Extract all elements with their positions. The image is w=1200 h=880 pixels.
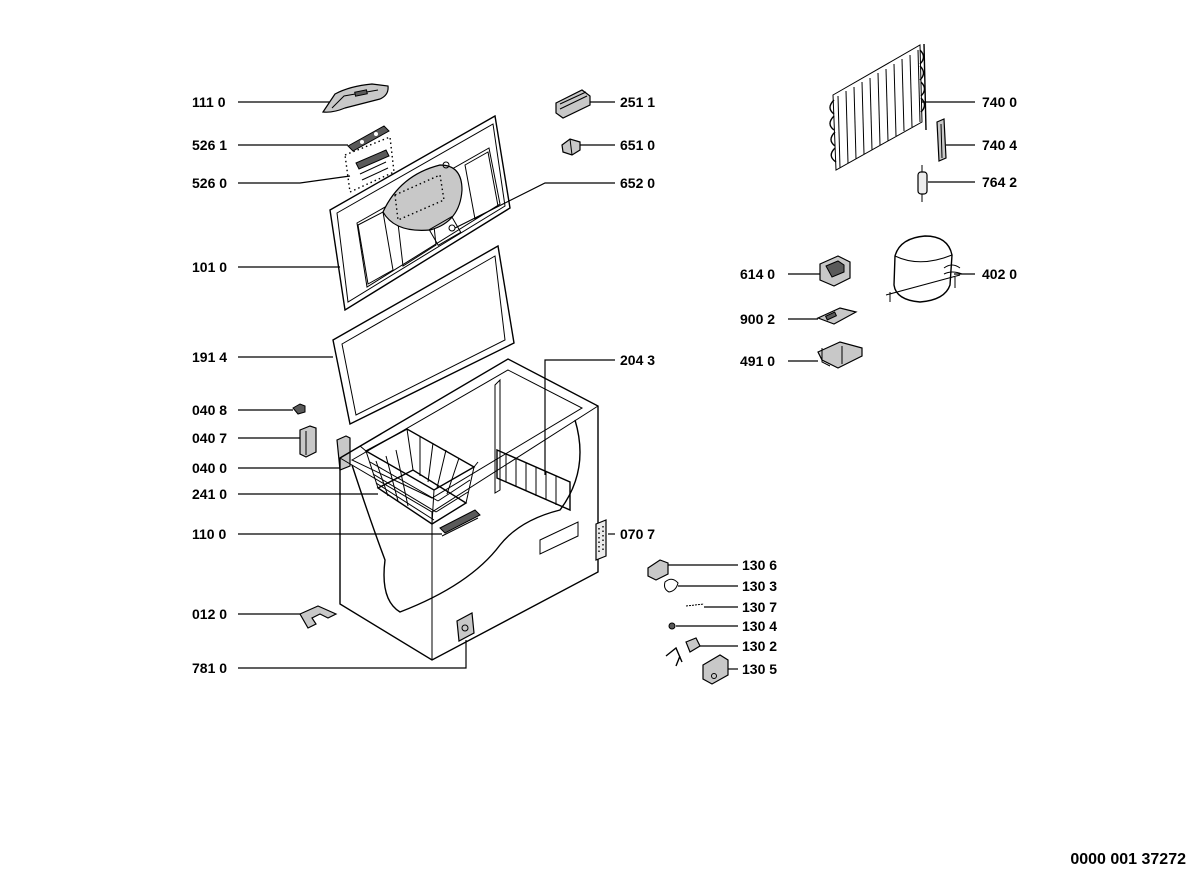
label-130-6: 130 6: [742, 557, 777, 573]
divider-part: [496, 448, 571, 512]
document-number: 0000 001 37272: [1070, 851, 1186, 868]
thermostat-housing-part: [456, 612, 475, 642]
lock-parts: [647, 559, 729, 685]
handle-bar-part: [439, 509, 481, 537]
bracket-part: [299, 605, 338, 629]
wire-basket-part: [359, 428, 479, 525]
label-740-0: 740 0: [982, 94, 1017, 110]
label-251-1: 251 1: [620, 94, 655, 110]
label-526-0: 526 0: [192, 175, 227, 191]
clamp-part: [816, 307, 858, 325]
leader-lines: [238, 101, 975, 670]
label-402-0: 402 0: [982, 266, 1017, 282]
label-781-0: 781 0: [192, 660, 227, 676]
label-040-7: 040 7: [192, 430, 227, 446]
lid-part: [329, 114, 511, 312]
hinge-cover-part: [299, 425, 317, 458]
label-191-4: 191 4: [192, 349, 227, 365]
condenser-clip-part: [936, 118, 947, 162]
label-204-3: 204 3: [620, 352, 655, 368]
label-130-3: 130 3: [742, 578, 777, 594]
label-130-5: 130 5: [742, 661, 777, 677]
label-040-0: 040 0: [192, 460, 227, 476]
label-764-2: 764 2: [982, 174, 1017, 190]
cabinet-body: [339, 358, 599, 661]
terminal-cover-part: [817, 341, 863, 369]
label-900-2: 900 2: [740, 311, 775, 327]
label-111-0: 111 0: [192, 94, 226, 110]
filter-drier-part: [917, 165, 928, 202]
label-130-7: 130 7: [742, 599, 777, 615]
label-012-0: 012 0: [192, 606, 227, 622]
vent-grille-part: [595, 519, 607, 561]
light-cover-part: [555, 89, 591, 119]
label-130-2: 130 2: [742, 638, 777, 654]
label-740-4: 740 4: [982, 137, 1017, 153]
part-labels: 111 0 526 1 526 0 101 0 191 4 040 8 040 …: [192, 94, 1186, 868]
label-652-0: 652 0: [620, 175, 655, 191]
gasket-part: [332, 244, 515, 426]
label-101-0: 101 0: [192, 259, 227, 275]
label-241-0: 241 0: [192, 486, 227, 502]
condenser-part: [829, 43, 927, 171]
lid-handle-part: [321, 83, 389, 113]
label-491-0: 491 0: [740, 353, 775, 369]
hinge-assembly-part: [344, 136, 395, 194]
label-070-7: 070 7: [620, 526, 655, 542]
small-clip-part: [292, 403, 306, 415]
label-130-4: 130 4: [742, 618, 777, 634]
bulb-part: [561, 138, 581, 156]
hinge-plate-part: [347, 125, 390, 152]
compressor-part: [885, 235, 963, 303]
relay-part: [819, 255, 851, 287]
label-526-1: 526 1: [192, 137, 227, 153]
label-040-8: 040 8: [192, 402, 227, 418]
label-651-0: 651 0: [620, 137, 655, 153]
label-110-0: 110 0: [192, 526, 226, 542]
label-614-0: 614 0: [740, 266, 775, 282]
